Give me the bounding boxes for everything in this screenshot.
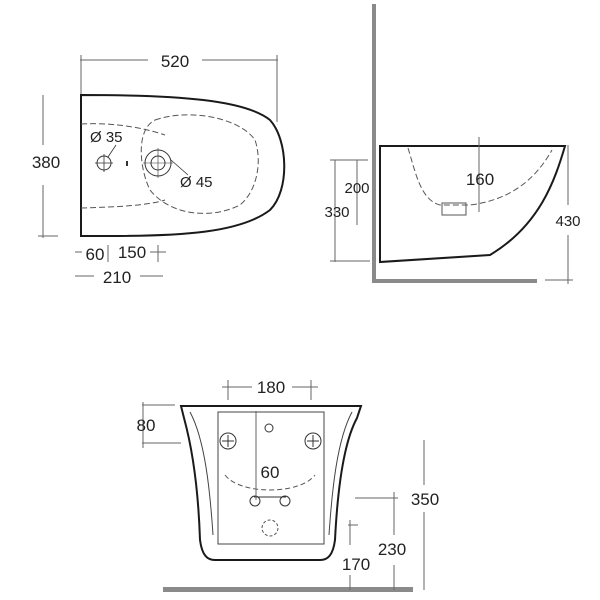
dim-depth: 380 xyxy=(32,153,60,172)
dim-bowl-depth: 160 xyxy=(466,170,494,189)
dim-top-offset: 80 xyxy=(137,416,156,435)
front-view: 60 180 80 350 230 170 xyxy=(137,378,439,592)
dim-total-height: 430 xyxy=(555,213,580,230)
dim-hole-large: Ø 45 xyxy=(180,174,213,191)
side-view: 160 200 330 430 xyxy=(324,4,581,284)
dim-width: 520 xyxy=(161,52,189,71)
dim-offset-total: 210 xyxy=(103,268,131,287)
dim-fixing-spacing: 180 xyxy=(257,378,285,397)
dim-waste-width: 60 xyxy=(261,463,280,482)
dim-height-top: 350 xyxy=(411,490,439,509)
top-view: 520 380 Ø 35 Ø 45 60 150 210 xyxy=(32,52,286,287)
dim-fixing-height: 200 xyxy=(344,180,369,197)
dim-height-low: 170 xyxy=(342,555,370,574)
dim-hole-small: Ø 35 xyxy=(90,129,123,146)
dim-offset-a: 60 xyxy=(86,245,105,264)
dim-waste-height: 330 xyxy=(324,204,349,221)
dim-height-mid: 230 xyxy=(378,540,406,559)
dim-offset-b: 150 xyxy=(118,243,146,262)
